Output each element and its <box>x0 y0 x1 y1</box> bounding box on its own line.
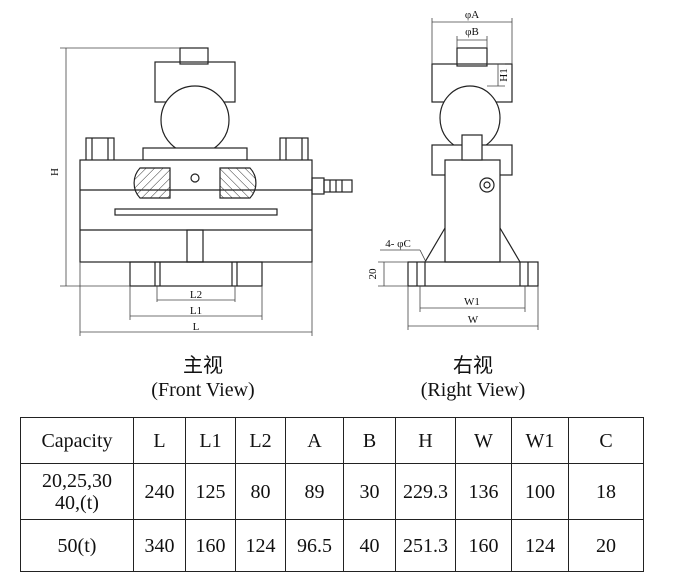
dim-l-label: L <box>193 321 200 333</box>
table-cell: 229.3 <box>395 463 456 520</box>
header-cell-w: W <box>455 417 512 464</box>
table-cell: 124 <box>511 519 569 572</box>
table-cell: 251.3 <box>395 519 456 572</box>
table-cell: 160 <box>185 519 236 572</box>
dim-phia-label: φA <box>465 9 479 21</box>
capacity-line-1: 20,25,30 <box>42 469 112 492</box>
front-view-title-cn: 主视 <box>183 355 223 377</box>
right-view-dimensions <box>378 18 539 330</box>
table-cell: 96.5 <box>285 519 344 572</box>
front-view-drawing <box>79 47 353 287</box>
dim-w-label: W <box>468 314 479 326</box>
header-cell-w1: W1 <box>511 417 569 464</box>
dim-holes-label: 4- φC <box>385 238 411 250</box>
table-cell: 89 <box>285 463 344 520</box>
capacity-line-2: 40,(t) <box>55 491 99 514</box>
spec-table: Capacity L L1 L2 A B H W W1 C 20,25,30 4… <box>20 417 644 572</box>
table-cell: 340 <box>133 519 186 572</box>
right-view-drawing <box>407 47 539 287</box>
table-cell: 160 <box>455 519 512 572</box>
table-cell: 18 <box>568 463 644 520</box>
front-view-dimensions <box>60 47 313 336</box>
right-view-caption: 右视 (Right View) <box>392 354 554 402</box>
dim-l1-label: L1 <box>190 305 202 317</box>
front-view-caption: 主视 (Front View) <box>118 354 288 402</box>
dim-w1-label: W1 <box>464 296 480 308</box>
dim-l2-label: L2 <box>190 289 202 301</box>
table-cell: 80 <box>235 463 286 520</box>
header-cell-h: H <box>395 417 456 464</box>
table-cell: 240 <box>133 463 186 520</box>
header-cell-l: L <box>133 417 186 464</box>
table-cell: 136 <box>455 463 512 520</box>
table-cell: 100 <box>511 463 569 520</box>
table-header-row: Capacity L L1 L2 A B H W W1 C <box>20 417 644 464</box>
header-cell-b: B <box>343 417 396 464</box>
table-cell: 124 <box>235 519 286 572</box>
table-row: 20,25,30 40,(t) 240 125 80 89 30 229.3 1… <box>20 463 644 520</box>
technical-drawing: H L L1 L2 <box>49 9 539 336</box>
header-cell-capacity: Capacity <box>20 417 134 464</box>
table-cell: 30 <box>343 463 396 520</box>
dim-h1-label: H1 <box>498 68 510 81</box>
capacity-cell: 50(t) <box>20 519 134 572</box>
header-cell-l2: L2 <box>235 417 286 464</box>
table-cell: 20 <box>568 519 644 572</box>
dim-h-label: H <box>49 168 61 176</box>
front-view-title-en: (Front View) <box>151 379 255 401</box>
capacity-cell: 20,25,30 40,(t) <box>20 463 134 520</box>
header-cell-l1: L1 <box>185 417 236 464</box>
table-row: 50(t) 340 160 124 96.5 40 251.3 160 124 … <box>20 519 644 572</box>
header-cell-a: A <box>285 417 344 464</box>
table-cell: 40 <box>343 519 396 572</box>
right-view-title-en: (Right View) <box>420 379 526 401</box>
dim-phib-label: φB <box>465 26 479 38</box>
header-cell-c: C <box>568 417 644 464</box>
table-cell: 125 <box>185 463 236 520</box>
right-view-title-cn: 右视 <box>453 355 493 377</box>
dim-base-label: 20 <box>367 268 379 280</box>
